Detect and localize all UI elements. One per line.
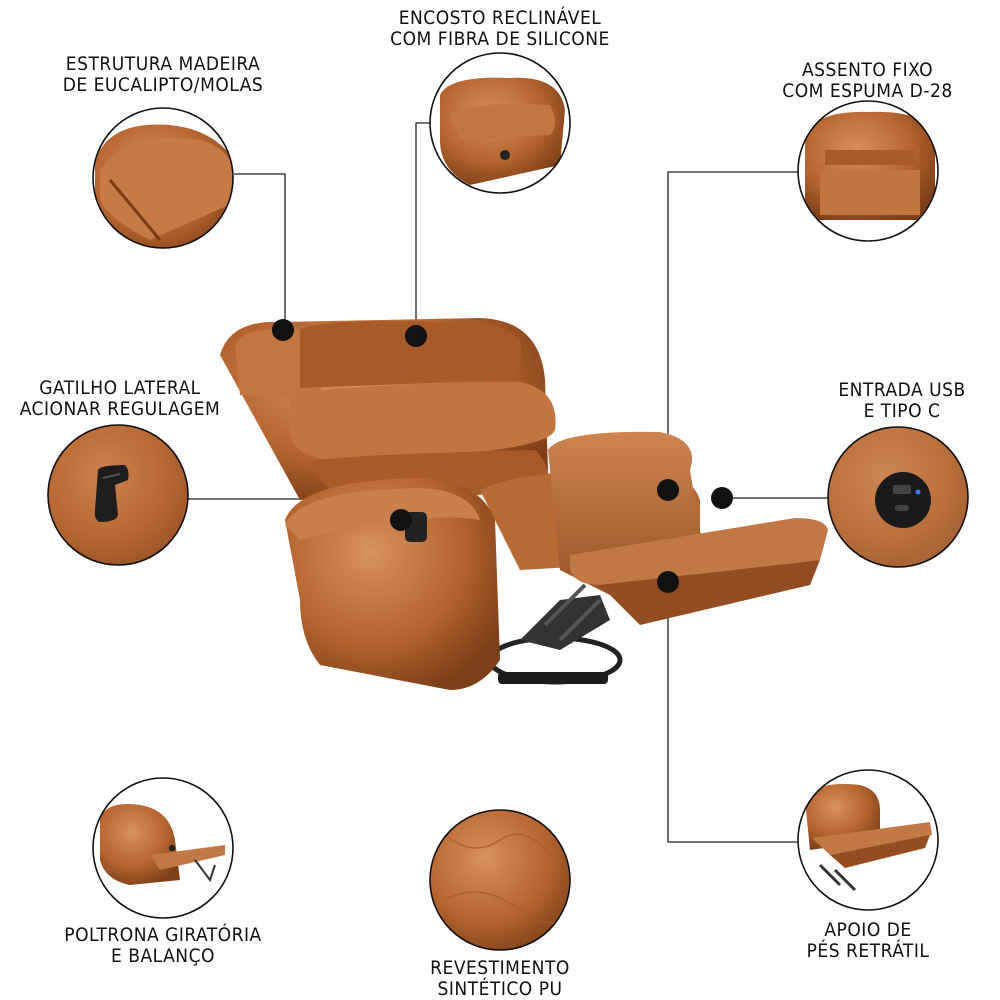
detail-circle-swivel (92, 777, 234, 919)
recliner-chair (220, 318, 828, 690)
markers (272, 319, 733, 593)
label-upholstery: REVESTIMENTO SINTÉTICO PU (400, 958, 600, 1000)
label-footrest-line-2: PÉS RETRÁTIL (806, 940, 930, 962)
label-backrest: ENCOSTO RECLINÁVEL COM FIBRA DE SILICONE (375, 8, 625, 50)
label-trigger-line-1: GATILHO LATERAL (39, 377, 201, 399)
trigger-icon (94, 465, 129, 522)
usb-port-icon (875, 472, 931, 528)
detail-circle-upholstery (429, 809, 571, 951)
label-usb-line-1: ENTRADA USB (838, 379, 966, 401)
label-swivel-line-1: POLTRONA GIRATÓRIA (64, 924, 262, 946)
connector-lines (188, 122, 828, 843)
detail-circle-footrest (797, 769, 939, 911)
label-trigger-line-2: ACIONAR REGULAGEM (19, 398, 221, 420)
label-swivel: POLTRONA GIRATÓRIA E BALANÇO (43, 925, 283, 967)
label-seat: ASSENTO FIXO COM ESPUMA D-28 (765, 60, 970, 102)
detail-circle-usb (827, 426, 969, 568)
label-swivel-line-2: E BALANÇO (111, 945, 215, 967)
detail-circle-trigger (47, 424, 189, 566)
detail-circle-seat (797, 100, 939, 242)
label-backrest-line-2: COM FIBRA DE SILICONE (390, 28, 610, 50)
label-footrest-line-1: APOIO DE (824, 919, 912, 941)
label-footrest: APOIO DE PÉS RETRÁTIL (788, 920, 948, 962)
label-frame-line-2: DE EUCALIPTO/MOLAS (62, 74, 264, 96)
label-seat-line-2: COM ESPUMA D-28 (782, 80, 953, 102)
label-frame: ESTRUTURA MADEIRA DE EUCALIPTO/MOLAS (48, 54, 278, 96)
label-usb: ENTRADA USB E TIPO C (822, 380, 982, 422)
label-upholstery-line-1: REVESTIMENTO (430, 957, 570, 979)
label-backrest-line-1: ENCOSTO RECLINÁVEL (398, 7, 602, 29)
detail-circle-frame (92, 107, 234, 249)
label-frame-line-1: ESTRUTURA MADEIRA (65, 53, 261, 75)
label-seat-line-1: ASSENTO FIXO (801, 59, 934, 81)
label-trigger: GATILHO LATERAL ACIONAR REGULAGEM (2, 378, 238, 420)
label-upholstery-line-2: SINTÉTICO PU (437, 978, 563, 1000)
detail-circle-backrest (429, 52, 571, 194)
label-usb-line-2: E TIPO C (863, 400, 941, 422)
